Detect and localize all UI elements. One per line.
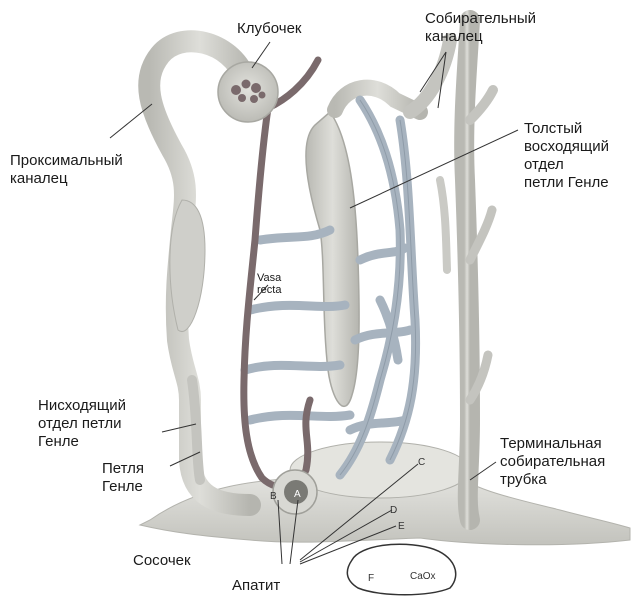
collecting-duct-side-4 xyxy=(440,180,447,270)
proximal-bulge xyxy=(170,200,205,332)
label-caox: CaOx xyxy=(410,568,436,586)
label-terminal-duct: Терминальная собирательная трубка xyxy=(500,435,605,489)
letter-b: B xyxy=(270,488,277,506)
label-vasa-recta: Vasa recta xyxy=(257,272,281,296)
label-glomerulus: Клубочек xyxy=(237,20,301,38)
label-loop-of-henle: Петля Генле xyxy=(102,460,144,496)
collecting-duct-trunk xyxy=(464,20,470,520)
label-proximal-tubule: Проксимальный каналец xyxy=(10,152,123,188)
glomerulus-capsule xyxy=(218,62,278,122)
letter-a: A xyxy=(294,486,301,504)
label-collecting-duct: Собирательный каналец xyxy=(425,10,536,46)
label-papilla: Сосочек xyxy=(133,552,191,570)
caox-stone xyxy=(347,544,455,595)
letter-e: E xyxy=(398,518,405,536)
label-apatite: Апатит xyxy=(232,577,280,595)
letter-d: D xyxy=(390,502,397,520)
letter-f: F xyxy=(368,570,374,588)
label-thick-ascending-limb: Толстый восходящий отдел петли Генле xyxy=(524,120,609,192)
label-thin-descending-limb: Нисходящий отдел петли Генле xyxy=(38,397,126,451)
letter-c: C xyxy=(418,454,425,472)
